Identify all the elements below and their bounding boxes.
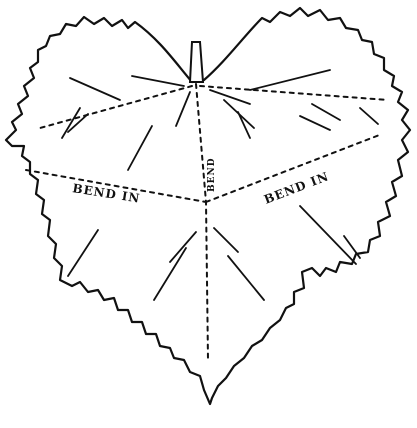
vein-far-right	[359, 107, 379, 125]
leaf-outline	[4, 6, 412, 406]
vein-left-3	[127, 125, 153, 171]
vein-left-2	[67, 113, 89, 133]
vein-center-left	[175, 91, 191, 127]
label-bend-center: BEND	[207, 158, 217, 193]
fold-line-right	[205, 133, 383, 203]
fold-line-left	[25, 169, 207, 203]
vein-upper-left-1	[131, 75, 185, 87]
vein-lower-right-2	[227, 255, 265, 301]
vein-lower-left-3	[153, 247, 187, 301]
leaf-stem	[188, 41, 205, 83]
vein-upper-right-1	[209, 89, 251, 105]
vein-lower-right-3	[299, 205, 357, 265]
vein-lower-left-2	[169, 231, 197, 263]
vein-upper-left-2	[69, 77, 121, 101]
vein-right-3	[299, 115, 331, 131]
vein-right-4	[311, 103, 341, 121]
vein-right-2	[237, 111, 251, 139]
vein-left-1	[61, 107, 81, 139]
fold-line-upper-right	[199, 85, 389, 101]
fold-line-center	[195, 83, 209, 361]
vein-lower-left-1	[67, 229, 99, 277]
vein-upper-right-2	[249, 69, 331, 91]
vein-lower-right-4	[343, 235, 361, 259]
fold-line-upper-left	[39, 85, 193, 129]
vein-lower-right-1	[213, 227, 239, 253]
